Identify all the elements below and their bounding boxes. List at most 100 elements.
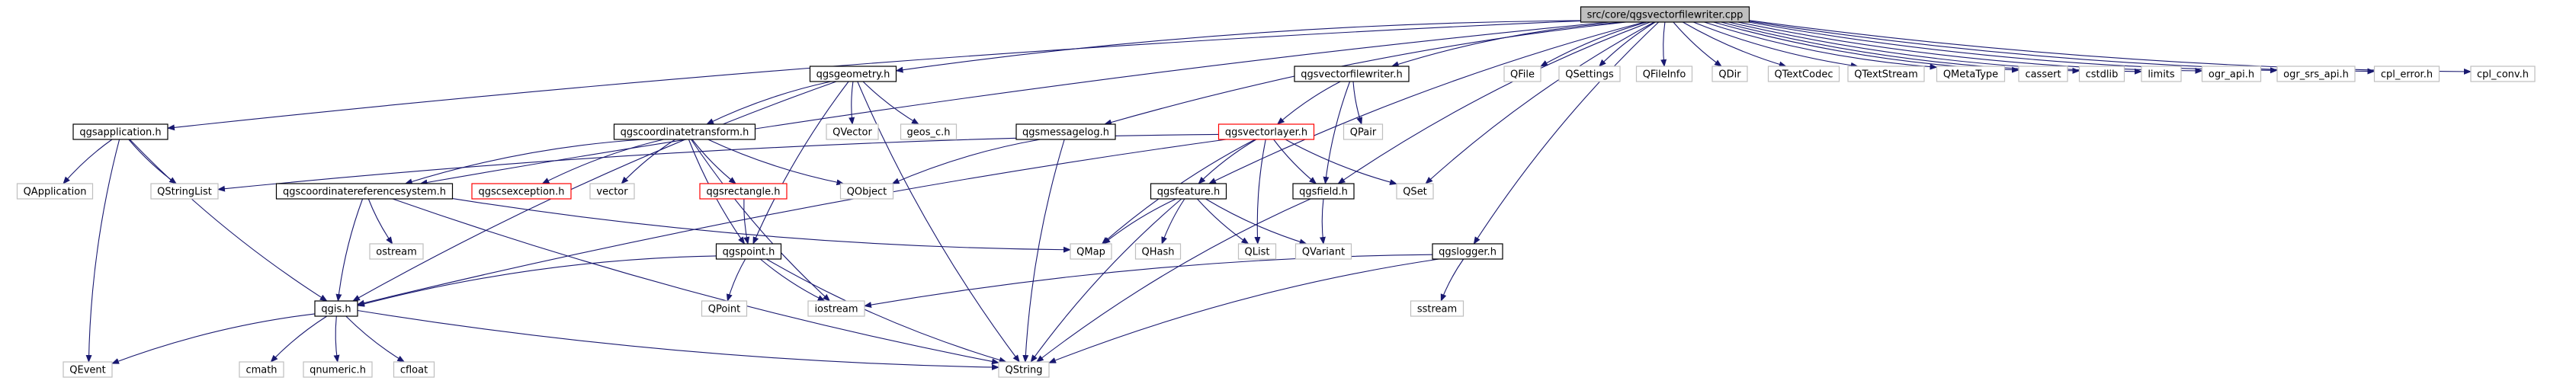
node-qvector: QVector: [826, 123, 879, 140]
edge-qgspoint-h-to-qpoint: [726, 258, 746, 302]
edge-qgsfeature-h-to-qhash: [1161, 198, 1185, 245]
edge-src-core-qgsvectorfilewriter-cpp-to-qgscoordinatereferencesystem-h: [419, 21, 1609, 186]
node-box[interactable]: [1294, 66, 1410, 82]
edge-qgsvectorlayer-h-to-qgsfield-h: [1273, 139, 1317, 184]
node-ostream: ostream: [369, 243, 424, 260]
node-box[interactable]: [275, 183, 454, 200]
node-qgscsexception-h[interactable]: qgscsexception.h: [471, 183, 572, 200]
node-box[interactable]: [1432, 243, 1503, 260]
edge-qgsapplication-h-to-qgis-h: [129, 139, 328, 302]
node-qgsmessagelog-h[interactable]: qgsmessagelog.h: [1015, 123, 1116, 140]
node-cpl-error-h: cpl_error.h: [2373, 66, 2440, 82]
node-label: qgscoordinatereferencesystem.h: [283, 187, 446, 198]
edge-src-core-qgsvectorfilewriter-cpp-to-qset: [1425, 21, 1655, 184]
node-box[interactable]: [1150, 183, 1227, 200]
node-label: qgscsexception.h: [478, 187, 564, 198]
node-qgslogger-h[interactable]: qgslogger.h: [1432, 243, 1503, 260]
node-qgsapplication-h[interactable]: qgsapplication.h: [72, 123, 168, 140]
node-iostream: iostream: [807, 300, 865, 317]
edge-src-core-qgsvectorfilewriter-cpp-to-qfileinfo: [1660, 21, 1667, 67]
node-label: cstdlib: [2086, 69, 2119, 81]
node-box: [839, 183, 894, 200]
node-box[interactable]: [471, 183, 572, 200]
node-label: QTextStream: [1854, 69, 1918, 81]
edge-qgsfeature-h-to-qstring: [1030, 198, 1182, 363]
edge-qgslogger-h-to-qstring: [1048, 258, 1439, 363]
node-label: QFile: [1510, 69, 1535, 81]
edge-qgsmessagelog-h-to-qstring: [1022, 139, 1065, 363]
node-label: ostream: [376, 247, 417, 258]
node-sstream: sstream: [1410, 300, 1464, 317]
edge-qgis-h-to-qstring: [357, 309, 999, 370]
node-qmetatype: QMetaType: [1936, 66, 2006, 82]
node-box[interactable]: [1580, 6, 1750, 23]
node-label: iostream: [814, 304, 858, 315]
node-box: [2078, 66, 2125, 82]
node-box[interactable]: [1015, 123, 1116, 140]
edge-src-core-qgsvectorfilewriter-cpp-to-qdir: [1673, 21, 1722, 67]
node-vector: vector: [589, 183, 635, 200]
node-label: limits: [2148, 69, 2175, 81]
node-qfileinfo: QFileInfo: [1635, 66, 1693, 82]
edge-qgsvectorlayer-h-to-qstringlist: [217, 133, 1219, 192]
node-qgspoint-h[interactable]: qgspoint.h: [715, 243, 782, 260]
edge-src-core-qgsvectorfilewriter-cpp-to-qgsgeometry-h: [895, 20, 1581, 73]
node-box: [1070, 243, 1112, 260]
node-label: QDir: [1718, 69, 1741, 81]
node-qgsrectangle-h[interactable]: qgsrectangle.h: [699, 183, 788, 200]
edge-qgsgeometry-h-to-qgis-h: [352, 81, 837, 302]
node-qfile: QFile: [1503, 66, 1541, 82]
edge-src-core-qgsvectorfilewriter-cpp-to-qgsapplication-h: [167, 20, 1581, 131]
node-box[interactable]: [715, 243, 782, 260]
node-label: qgspoint.h: [723, 247, 775, 258]
node-box[interactable]: [72, 123, 168, 140]
node-label: ogr_api.h: [2209, 69, 2254, 81]
edge-qgsvectorfilewriter-h-to-qgsvectorlayer-h: [1276, 81, 1341, 125]
edge-src-core-qgsvectorfilewriter-cpp-to-qmetatype: [1704, 21, 1938, 70]
node-label: QVector: [832, 127, 872, 139]
node-cmath: cmath: [239, 361, 284, 378]
node-box: [998, 361, 1050, 378]
node-box[interactable]: [1292, 183, 1355, 200]
node-geos-c-h: geos_c.h: [900, 123, 958, 140]
node-qapplication: QApplication: [16, 183, 94, 200]
node-box[interactable]: [699, 183, 788, 200]
node-qgsfeature-h[interactable]: qgsfeature.h: [1150, 183, 1227, 200]
node-qgsgeometry-h[interactable]: qgsgeometry.h: [809, 66, 897, 82]
node-box: [1237, 243, 1277, 260]
node-qgscoordinatetransform-h[interactable]: qgscoordinatetransform.h: [613, 123, 756, 140]
node-qgsvectorfilewriter-h[interactable]: qgsvectorfilewriter.h: [1294, 66, 1410, 82]
edge-qgspoint-h-to-qstring: [766, 258, 1007, 363]
node-box[interactable]: [613, 123, 756, 140]
node-label: cpl_error.h: [2381, 69, 2433, 81]
node-ogr-api-h: ogr_api.h: [2201, 66, 2262, 82]
node-label: cassert: [2025, 69, 2061, 81]
edge-qgscoordinatetransform-h-to-vector: [621, 139, 676, 184]
node-label: qgsfield.h: [1299, 187, 1348, 198]
edge-qgsgeometry-h-to-qgscoordinatetransform-h: [706, 81, 832, 125]
edge-src-core-qgsvectorfilewriter-cpp-to-qsettings: [1598, 21, 1656, 67]
edge-src-core-qgsvectorfilewriter-cpp-to-ogr-api-h: [1737, 21, 2203, 74]
edge-qgsfield-h-to-qstring: [1036, 198, 1311, 363]
edge-qgscoordinatereferencesystem-h-to-qstring: [392, 198, 999, 365]
node-src-core-qgsvectorfilewriter-cpp[interactable]: src/core/qgsvectorfilewriter.cpp: [1580, 6, 1750, 23]
node-box[interactable]: [1217, 123, 1315, 140]
edge-qgsgeometry-h-to-qstring: [857, 81, 1020, 363]
node-label: QMetaType: [1943, 69, 1998, 81]
node-label: qgsrectangle.h: [706, 187, 780, 198]
node-qset: QSet: [1396, 183, 1434, 200]
node-label: src/core/qgsvectorfilewriter.cpp: [1587, 10, 1744, 21]
node-qgsvectorlayer-h[interactable]: qgsvectorlayer.h: [1217, 123, 1315, 140]
node-cassert: cassert: [2018, 66, 2068, 82]
node-box: [2373, 66, 2440, 82]
node-box[interactable]: [314, 300, 358, 317]
node-label: qgslogger.h: [1439, 247, 1497, 258]
node-qgsfield-h[interactable]: qgsfield.h: [1292, 183, 1355, 200]
node-box: [1410, 300, 1464, 317]
node-label: qnumeric.h: [310, 365, 366, 376]
node-qgscoordinatereferencesystem-h[interactable]: qgscoordinatereferencesystem.h: [275, 183, 454, 200]
node-box[interactable]: [809, 66, 897, 82]
node-qgis-h[interactable]: qgis.h: [314, 300, 358, 317]
node-box: [701, 300, 748, 317]
edge-src-core-qgsvectorfilewriter-cpp-to-qgslogger-h: [1473, 21, 1660, 245]
